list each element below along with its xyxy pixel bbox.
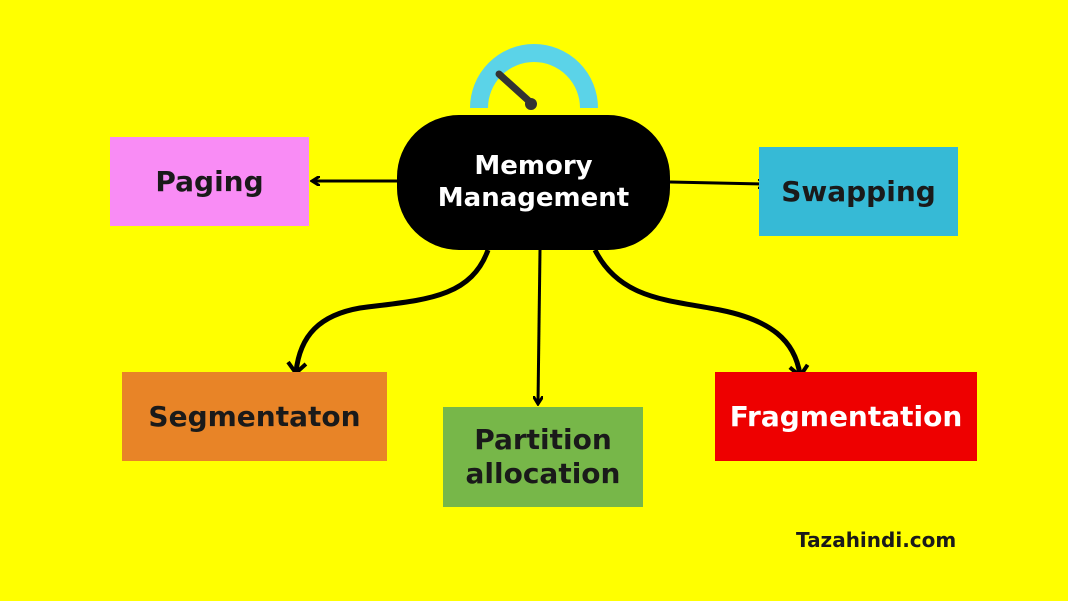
watermark-text: Tazahindi.com xyxy=(796,528,957,552)
node-partition-allocation: Partition allocation xyxy=(443,407,643,507)
node-swapping: Swapping xyxy=(759,147,958,236)
center-label-line2: Management xyxy=(437,182,630,213)
node-segmentation-label: Segmentaton xyxy=(148,399,361,433)
node-segmentation: Segmentaton xyxy=(122,372,387,461)
node-fragmentation-label: Fragmentation xyxy=(729,399,963,433)
gauge-icon xyxy=(470,44,598,110)
arrow-to-swapping xyxy=(669,182,765,184)
node-paging-label: Paging xyxy=(155,164,264,198)
node-swapping-label: Swapping xyxy=(781,174,936,208)
arrow-to-fragmentation xyxy=(592,248,810,379)
center-label-line1: Memory xyxy=(474,151,593,182)
node-partition-label-line2: allocation xyxy=(465,457,621,490)
node-paging: Paging xyxy=(110,137,309,226)
node-fragmentation: Fragmentation xyxy=(715,372,977,461)
arrow-to-segmentation xyxy=(286,249,491,376)
node-partition-label-line1: Partition xyxy=(474,423,612,457)
center-node-memory-management: Memory Management xyxy=(397,115,670,250)
arrow-to-partition xyxy=(538,249,540,403)
